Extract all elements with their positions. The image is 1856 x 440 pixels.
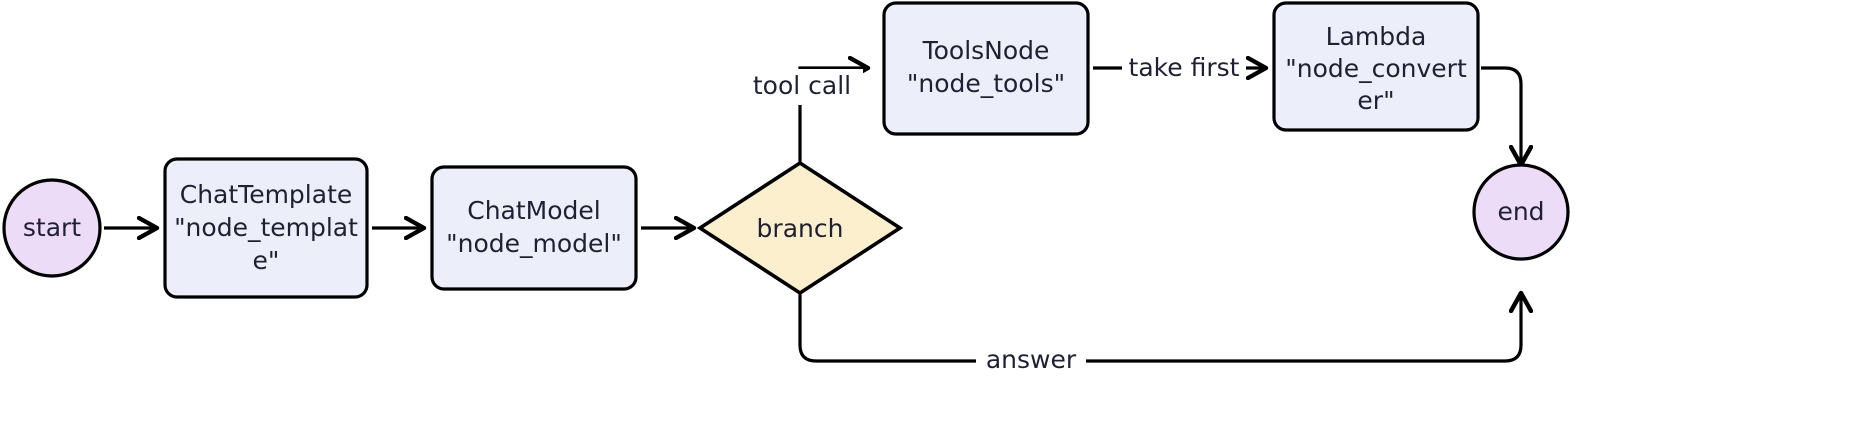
node-start-label: start [23, 213, 81, 242]
node-chattemplate-shape[interactable] [163, 157, 369, 299]
node-chatmodel[interactable]: ChatModel "node_model" [430, 165, 638, 291]
node-end[interactable]: end [1472, 163, 1570, 261]
node-chatmodel-shape[interactable] [430, 165, 638, 291]
node-converter[interactable]: Lambda "node_convert er" [1272, 1, 1480, 132]
node-chattemplate-line2: "node_templat [174, 213, 358, 242]
node-chattemplate-line3: e" [253, 246, 280, 275]
node-converter-shape[interactable] [1272, 1, 1480, 132]
node-chattemplate-line1: ChatTemplate [180, 180, 353, 209]
node-toolsnode[interactable]: ToolsNode "node_tools" [882, 1, 1090, 136]
edge-label-answer-text: answer [986, 345, 1077, 374]
node-toolsnode-line1: ToolsNode [922, 36, 1050, 65]
node-end-shape[interactable] [1472, 163, 1570, 261]
answer-label-backdrop [976, 344, 1086, 378]
node-toolsnode-shape[interactable] [882, 1, 1090, 136]
node-chatmodel-line1: ChatModel [467, 196, 600, 225]
take-first-label-backdrop [1122, 51, 1246, 85]
edge-branch-to-end: answer [798, 292, 1521, 374]
node-branch[interactable]: branch [696, 160, 904, 296]
node-branch-shape[interactable] [696, 160, 904, 296]
node-start-shape[interactable] [2, 178, 102, 278]
edge-converter-to-end [1481, 66, 1521, 163]
node-start[interactable]: start [2, 178, 102, 278]
edge-label-take-first-text: take first [1129, 53, 1240, 82]
node-chatmodel-line2: "node_model" [446, 229, 622, 258]
node-end-label: end [1497, 197, 1544, 226]
node-toolsnode-line2: "node_tools" [907, 69, 1065, 98]
node-converter-line1: Lambda [1326, 22, 1427, 51]
node-converter-line3: er" [1357, 86, 1394, 115]
node-chattemplate[interactable]: ChatTemplate "node_templat e" [163, 157, 369, 299]
edge-label-tool-call-text: tool call [753, 71, 851, 100]
node-converter-line2: "node_convert [1285, 54, 1467, 83]
node-branch-label: branch [757, 214, 844, 243]
tool-call-label-backdrop [745, 69, 863, 105]
